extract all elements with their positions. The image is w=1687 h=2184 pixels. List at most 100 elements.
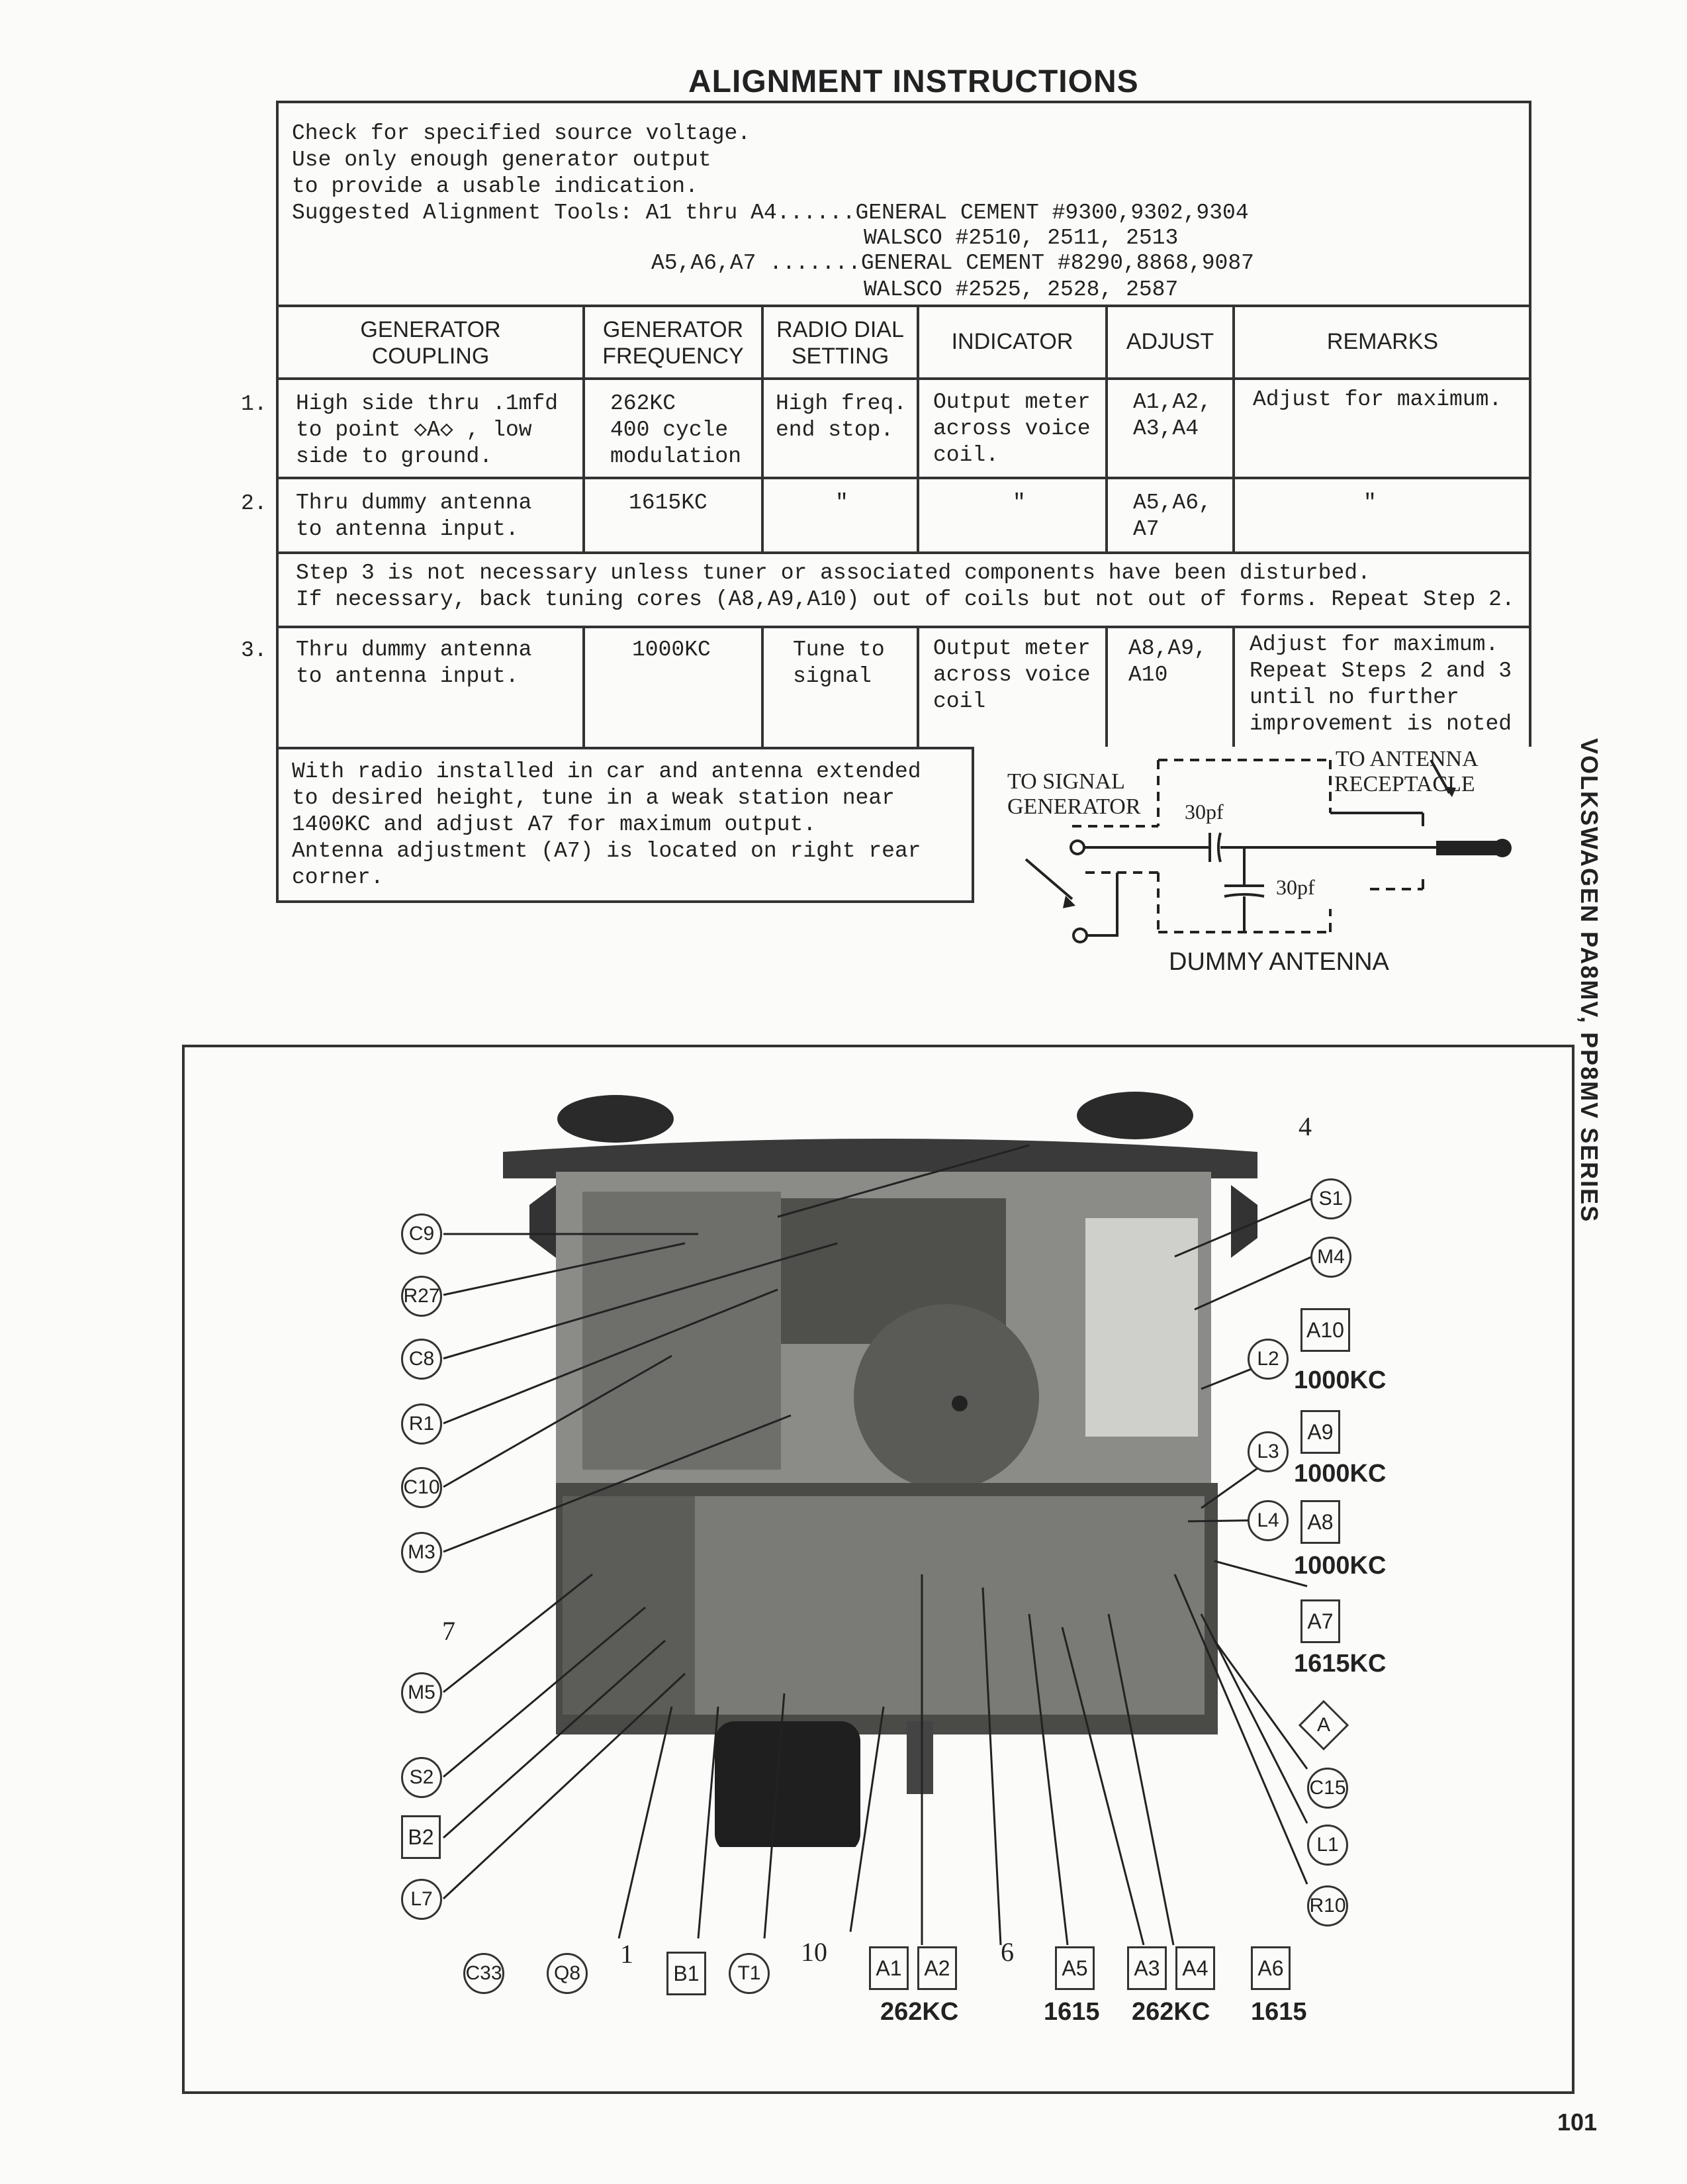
table-col-rule bbox=[761, 305, 764, 551]
adjust-a8-freq: 1000KC bbox=[1294, 1552, 1387, 1580]
schematic-cap2: 30pf bbox=[1276, 875, 1315, 899]
callout-b1: B1 bbox=[666, 1952, 706, 1995]
intro-line-1: Check for specified source voltage. bbox=[292, 121, 751, 146]
number-label-7: 7 bbox=[442, 1616, 455, 1646]
callout-c33: C33 bbox=[463, 1953, 504, 1994]
table-rule bbox=[276, 551, 1531, 554]
note-box-rule bbox=[972, 747, 974, 903]
table-col-rule bbox=[917, 626, 919, 747]
step-adjust: A1,A2, A3,A4 bbox=[1133, 390, 1212, 441]
callout-m4: M4 bbox=[1310, 1237, 1351, 1278]
callout-c9: C9 bbox=[401, 1213, 442, 1255]
table-col-rule bbox=[582, 626, 585, 747]
step-coupling: Thru dummy antenna to antenna input. bbox=[296, 638, 532, 688]
page-title: ALIGNMENT INSTRUCTIONS bbox=[688, 64, 1139, 99]
table-rule bbox=[276, 747, 1531, 749]
callout-m3: M3 bbox=[401, 1532, 442, 1573]
step-coupling: High side thru .1mfd to point ◇A◇ , low … bbox=[296, 391, 559, 469]
schematic-receptacle: RECEPTACLE bbox=[1334, 772, 1475, 796]
step-remarks: Adjust for maximum. bbox=[1253, 387, 1502, 412]
intro-line-2: Use only enough generator output bbox=[292, 148, 711, 172]
adjust-a2: A2 bbox=[917, 1946, 957, 1990]
adjust-a4: A4 bbox=[1175, 1946, 1215, 1990]
callout-s2: S2 bbox=[401, 1757, 442, 1798]
schematic-generator: GENERATOR bbox=[1007, 794, 1141, 819]
intro-line-7: WALSCO #2525, 2528, 2587 bbox=[864, 277, 1179, 302]
side-title: VOLKSWAGEN PA8MV, PP8MV SERIES bbox=[1576, 738, 1603, 1223]
callout-c10: C10 bbox=[401, 1467, 442, 1508]
step-number: 3. bbox=[241, 638, 267, 663]
bottom-freq-a1a2: 262KC bbox=[880, 1998, 959, 2026]
adjust-a1: A1 bbox=[869, 1946, 909, 1990]
header-coupling: GENERATOR COUPLING bbox=[360, 317, 501, 369]
schematic-dummy-antenna: DUMMY ANTENNA bbox=[1169, 948, 1389, 976]
step-adjust: A8,A9, A10 bbox=[1128, 636, 1207, 687]
bottom-freq-a3a4: 262KC bbox=[1132, 1998, 1210, 2026]
schematic-to-signal: TO SIGNAL bbox=[1007, 769, 1125, 794]
step-frequency: 1615KC bbox=[629, 491, 707, 515]
bottom-freq-a5: 1615 bbox=[1044, 1998, 1100, 2026]
callout-r10: R10 bbox=[1307, 1885, 1348, 1926]
intro-line-6: A5,A6,A7 .......GENERAL CEMENT #8290,886… bbox=[651, 251, 1254, 275]
intro-line-4: Suggested Alignment Tools: A1 thru A4...… bbox=[292, 201, 1249, 225]
number-label-1: 1 bbox=[620, 1939, 633, 1969]
number-label-10: 10 bbox=[801, 1937, 827, 1967]
callout-l1: L1 bbox=[1307, 1825, 1348, 1866]
intro-line-3: to provide a usable indication. bbox=[292, 174, 698, 199]
radio-chassis-photo bbox=[503, 1092, 1257, 1847]
schematic-cap1: 30pf bbox=[1185, 800, 1224, 824]
header-adjust: ADJUST bbox=[1126, 329, 1214, 354]
table-rule bbox=[276, 626, 1531, 628]
adjust-a10: A10 bbox=[1300, 1308, 1350, 1352]
table-col-rule bbox=[917, 305, 919, 551]
step-coupling: Thru dummy antenna to antenna input. bbox=[296, 491, 532, 542]
header-frequency: GENERATOR FREQUENCY bbox=[602, 317, 744, 369]
antenna-note: With radio installed in car and antenna … bbox=[292, 759, 921, 890]
table-col-rule bbox=[582, 305, 585, 551]
step-dial: " bbox=[835, 491, 848, 515]
callout-r27: R27 bbox=[401, 1276, 442, 1317]
header-dial: RADIO DIAL SETTING bbox=[776, 317, 904, 369]
step-indicator: " bbox=[1013, 491, 1026, 515]
header-indicator: INDICATOR bbox=[951, 329, 1073, 354]
table-col-rule bbox=[1105, 305, 1108, 551]
number-label-6: 6 bbox=[1001, 1937, 1014, 1967]
step-frequency: 1000KC bbox=[632, 638, 711, 662]
step-dial: Tune to signal bbox=[793, 638, 885, 688]
table-col-rule bbox=[1105, 626, 1108, 747]
intro-line-5: WALSCO #2510, 2511, 2513 bbox=[864, 226, 1179, 250]
callout-l2: L2 bbox=[1248, 1339, 1289, 1380]
callout-c8: C8 bbox=[401, 1339, 442, 1380]
step-dial: High freq. end stop. bbox=[776, 391, 907, 442]
page-number: 101 bbox=[1557, 2109, 1598, 2136]
callout-q8: Q8 bbox=[547, 1953, 588, 1994]
adjust-a10-freq: 1000KC bbox=[1294, 1366, 1387, 1394]
number-label-4: 4 bbox=[1299, 1112, 1312, 1141]
dummy-antenna-schematic bbox=[1025, 759, 1512, 943]
callout-r1: R1 bbox=[401, 1403, 442, 1445]
callout-l4: L4 bbox=[1248, 1500, 1289, 1541]
table-rule bbox=[276, 305, 1531, 307]
adjust-a9-freq: 1000KC bbox=[1294, 1460, 1387, 1488]
adjust-a9: A9 bbox=[1300, 1410, 1340, 1454]
step3-note: Step 3 is not necessary unless tuner or … bbox=[296, 561, 1515, 612]
adjust-a8: A8 bbox=[1300, 1500, 1340, 1544]
alignment-table bbox=[276, 101, 1531, 903]
table-rule bbox=[276, 377, 1531, 380]
callout-l3: L3 bbox=[1248, 1431, 1289, 1472]
callout-m5: M5 bbox=[401, 1672, 442, 1713]
step-number: 2. bbox=[241, 491, 267, 516]
callout-c15: C15 bbox=[1307, 1768, 1348, 1809]
schematic-to-antenna: TO ANTENNA bbox=[1336, 747, 1479, 771]
step-indicator: Output meter across voice coil bbox=[933, 636, 1091, 714]
callout-l7: L7 bbox=[401, 1879, 442, 1920]
callout-s1: S1 bbox=[1310, 1178, 1351, 1219]
point-a-label: A bbox=[1316, 1714, 1330, 1736]
bottom-freq-a6: 1615 bbox=[1251, 1998, 1307, 2026]
step-adjust: A5,A6, A7 bbox=[1133, 491, 1212, 542]
adjust-a6: A6 bbox=[1251, 1946, 1291, 1990]
callout-t1: T1 bbox=[729, 1953, 770, 1994]
adjust-a7-freq: 1615KC bbox=[1294, 1650, 1387, 1678]
table-col-rule bbox=[1232, 305, 1235, 551]
step-frequency: 262KC 400 cycle modulation bbox=[610, 391, 742, 469]
